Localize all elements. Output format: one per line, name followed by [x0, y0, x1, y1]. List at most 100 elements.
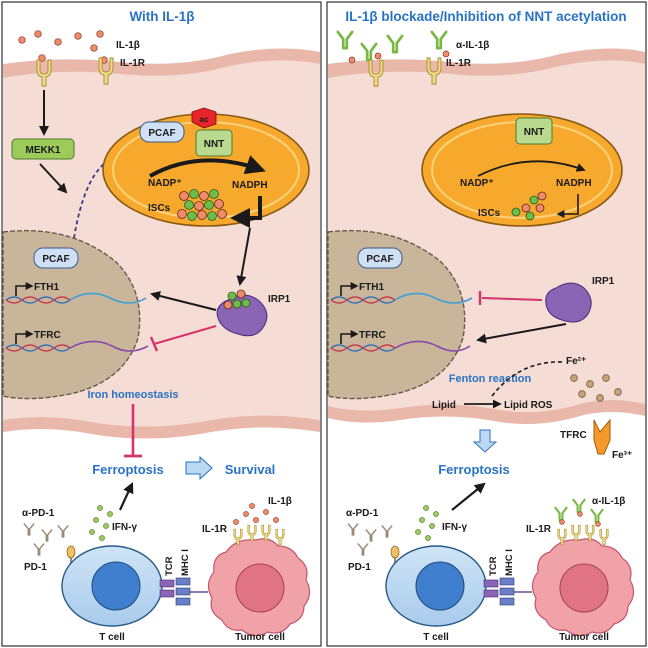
right-pd1-label: PD-1 [348, 562, 371, 573]
left-alpha-pd1-label: α-PD-1 [22, 508, 55, 519]
left-iscs-synthesis-arrow [230, 196, 262, 228]
left-tumor-cell-label: Tumor cell [235, 632, 285, 643]
left-pcaf-nucleus-box [33, 247, 79, 269]
right-tumor-bound-ligands [559, 511, 601, 527]
left-il1b-label: IL-1β [116, 40, 140, 51]
right-t-cell-nucleus [415, 561, 465, 611]
left-pd1-receptor [66, 545, 76, 559]
right-nnt-box [515, 117, 553, 145]
left-ifn-label: IFN-γ [112, 522, 137, 533]
right-pcaf-nucleus-label: PCAF [366, 254, 393, 265]
left-tcr-label: TCR [164, 556, 175, 576]
right-tumor-il1r-label: IL-1R [526, 524, 552, 535]
right-fenton-label: Fenton reaction [449, 373, 532, 385]
right-tumor-alpha-il1b-label: α-IL-1β [592, 496, 625, 507]
left-pd1-label: PD-1 [24, 562, 47, 573]
right-iscs-cluster [511, 191, 547, 221]
right-lipid-ros-label: Lipid ROS [504, 400, 553, 411]
right-ifn-label: IFN-γ [442, 522, 467, 533]
right-t-cell-label: T cell [423, 632, 449, 643]
right-nadp-to-nadph-arrow [477, 160, 586, 177]
left-acetyl-label: ac [199, 114, 209, 124]
right-tfrc-label: TFRC [359, 330, 386, 341]
right-mhc-label: MHC I [504, 549, 515, 576]
right-irp1-label: IRP1 [592, 276, 615, 287]
left-irp1-to-fth1-arrow [150, 291, 217, 311]
right-nucleus [327, 229, 466, 400]
left-acetyl-badge [191, 107, 217, 129]
right-alpha-il1b-label: α-IL-1β [456, 40, 489, 51]
right-upper-membrane [328, 48, 645, 78]
left-iscs-to-irp1-arrow [236, 227, 251, 286]
left-ferroptosis-label: Ferroptosis [92, 462, 164, 477]
right-fe2-dashed-line [491, 361, 565, 397]
left-ifn-dots [89, 505, 113, 541]
left-tfrc-inhibit-bar [149, 336, 159, 352]
left-ifn-arrow [119, 482, 134, 511]
right-fth1-dna [330, 282, 396, 304]
left-nadp-label: NADP⁺ [148, 178, 182, 189]
left-tumor-il1b-label: IL-1β [268, 496, 292, 507]
left-nadp-to-nadph-arrow [149, 155, 266, 178]
left-fth1-mrna [69, 292, 147, 304]
left-mhc-label: MHC I [180, 549, 191, 576]
left-t-cell-label: T cell [99, 632, 125, 643]
left-pcaf-nucleus-label: PCAF [42, 254, 69, 265]
right-fe3-label: Fe³⁺ [612, 450, 632, 461]
right-tcr-label: TCR [488, 556, 499, 576]
right-irp1-inhibit-fth1 [481, 297, 543, 301]
right-mitochondrion [421, 113, 623, 227]
left-fth1-label: FTH1 [34, 282, 59, 293]
left-tumor-il1r-label: IL-1R [202, 524, 228, 535]
left-survival-arrow [185, 455, 213, 481]
left-pcaf-dashed-arrow [71, 132, 138, 253]
left-ligands [18, 30, 108, 64]
right-ifn-arrow [451, 482, 486, 511]
left-iscs-cluster [177, 189, 227, 221]
right-irp1-to-tfrc-arrow [476, 323, 567, 344]
left-nnt-label: NNT [204, 139, 225, 150]
right-nadph-label: NADPH [556, 178, 592, 189]
right-nadp-label: NADP⁺ [460, 178, 494, 189]
right-down-arrow [472, 429, 498, 453]
right-panel-title: IL-1β blockade/Inhibition of NNT acetyla… [345, 9, 626, 24]
right-lower-membrane [328, 400, 645, 424]
left-irp1-inhibit-tfrc [153, 325, 217, 345]
left-iron-homeostasis-label: Iron homeostasis [87, 389, 178, 401]
left-mekk1-label: MEKK1 [25, 145, 60, 156]
right-fth1-mrna [394, 292, 473, 304]
right-ferroptosis-label: Ferroptosis [438, 462, 510, 477]
right-iron-dots [570, 374, 622, 402]
left-irp1-iscs [223, 289, 251, 310]
left-tcr-mhc [159, 577, 208, 606]
left-tfrc-dna [5, 330, 71, 352]
left-irp1-label: IRP1 [268, 294, 291, 305]
right-pd1-receptor [390, 545, 400, 559]
right-il1r-label: IL-1R [446, 58, 472, 69]
left-panel: With IL-1β IL-1β IL-1R MEKK1 [1, 1, 322, 647]
left-tfrc-mrna [69, 340, 149, 352]
left-t-cell-nucleus [91, 561, 141, 611]
right-nnt-label: NNT [524, 127, 545, 138]
right-tfrc-transporter [593, 418, 611, 455]
left-mekk1-arrow [39, 163, 68, 194]
left-nadph-label: NADPH [232, 180, 268, 191]
right-panel: IL-1β blockade/Inhibition of NNT acetyla… [326, 1, 647, 647]
left-lower-membrane [3, 415, 320, 439]
left-nucleus [2, 229, 141, 400]
right-iscs-synthesis-arrow [556, 194, 579, 218]
right-bound-ligands [348, 50, 450, 64]
left-upper-membrane [3, 48, 320, 78]
left-pcaf-mito-label: PCAF [148, 128, 175, 139]
right-fth1-label: FTH1 [359, 282, 384, 293]
left-nnt-box [195, 129, 233, 157]
left-tumor-ligands [233, 503, 279, 525]
left-survival-label: Survival [225, 462, 276, 477]
left-tfrc-label: TFRC [34, 330, 61, 341]
left-mekk1-box [11, 138, 75, 160]
right-lipid-label: Lipid [432, 400, 456, 411]
right-alpha-pd1-label: α-PD-1 [346, 508, 379, 519]
left-panel-title: With IL-1β [129, 9, 194, 24]
